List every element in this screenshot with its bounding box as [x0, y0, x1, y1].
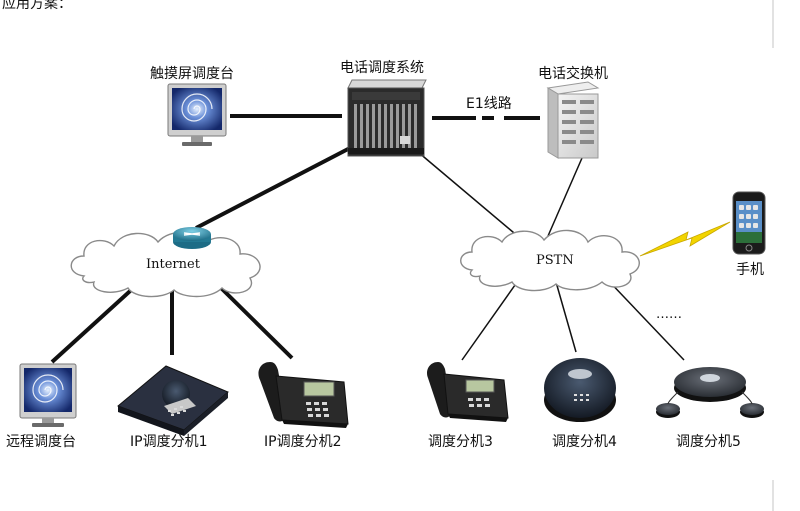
link-remote-console — [50, 280, 142, 364]
link-ext4 — [555, 281, 577, 353]
router-icon — [173, 227, 211, 249]
conference-phone-icon — [544, 358, 616, 422]
e1-link-label: E1线路 — [466, 96, 512, 112]
link-system-pstn — [417, 151, 521, 239]
dispatch-system-label: 电话调度系统 — [340, 60, 424, 76]
ip-ext1-label: IP调度分机1 — [130, 434, 207, 450]
cloud-icon — [460, 229, 640, 292]
ext4-label: 调度分机4 — [552, 434, 617, 450]
mobile-phone-icon — [732, 191, 766, 255]
link-ext5 — [603, 275, 685, 361]
touch-console-label: 触摸屏调度台 — [150, 66, 234, 82]
pstn-label: PSTN — [536, 253, 574, 268]
link-ext3 — [461, 277, 521, 361]
ip-ext2-label: IP调度分机2 — [264, 434, 341, 450]
link-system-router — [195, 146, 351, 230]
page-edge-top — [772, 0, 774, 48]
ext3-label: 调度分机3 — [428, 434, 493, 450]
desk-phone-icon — [427, 362, 509, 422]
more-devices-ellipsis: …… — [656, 307, 682, 322]
pbx-label: 电话交换机 — [538, 65, 608, 82]
ext5-label: 调度分机5 — [676, 434, 741, 450]
remote-console-label: 远程调度台 — [6, 434, 76, 450]
connections — [50, 114, 685, 364]
conference-phone-icon — [117, 365, 229, 436]
conference-phone-icon — [656, 367, 764, 418]
cloud-icon — [70, 231, 261, 298]
lightning-icon — [639, 221, 731, 257]
link-ip-ext2 — [216, 283, 294, 360]
server-rack-icon — [347, 79, 427, 157]
link-pbx-pstn — [547, 157, 583, 237]
header-text: 应用方案： — [2, 0, 72, 12]
pbx-cabinet-icon — [546, 81, 600, 159]
mobile-label: 手机 — [736, 262, 764, 278]
desk-phone-icon — [258, 362, 349, 428]
monitor-icon — [167, 83, 227, 146]
page-edge-bottom — [772, 480, 774, 511]
internet-label: Internet — [146, 257, 201, 272]
monitor-icon — [19, 363, 77, 427]
